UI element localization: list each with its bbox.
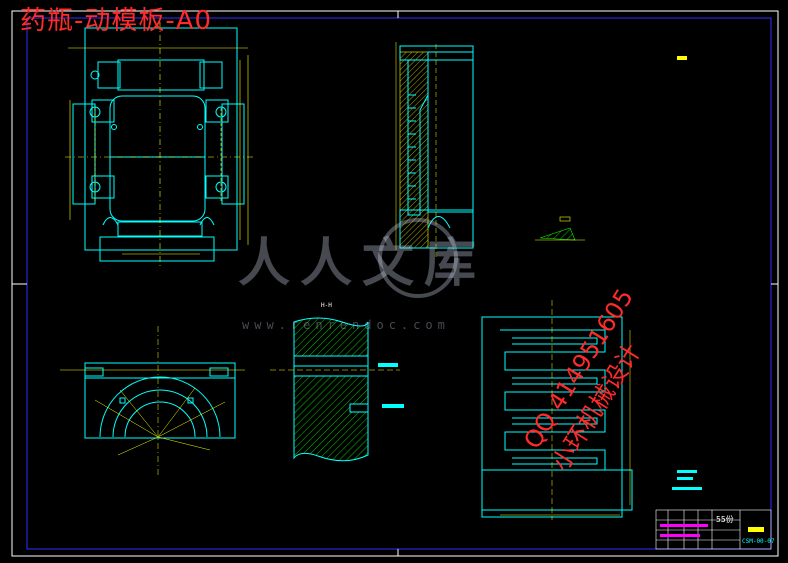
cooling-channel-view: [481, 300, 633, 520]
plan-view: [72, 27, 245, 262]
title-block-code: CSM-00-07: [742, 538, 775, 545]
technical-notes: [672, 470, 702, 490]
watermark-circle: [378, 218, 458, 298]
title-block: [655, 509, 772, 550]
front-view: [60, 326, 245, 478]
watermark-url: www.renrendoc.com: [242, 318, 450, 332]
title-block-sheet: 55份: [716, 515, 734, 524]
watermark-logo: 人人文库: [238, 233, 487, 294]
hh-section-view: [270, 317, 404, 462]
section-label: H-H: [321, 302, 332, 309]
plan-view-centerlines: [65, 22, 255, 268]
detail-small: [535, 216, 585, 241]
drawing-title: 药瓶-动模板-A0: [20, 6, 213, 36]
side-section-view: [395, 42, 687, 260]
sheet-border: [11, 10, 779, 557]
